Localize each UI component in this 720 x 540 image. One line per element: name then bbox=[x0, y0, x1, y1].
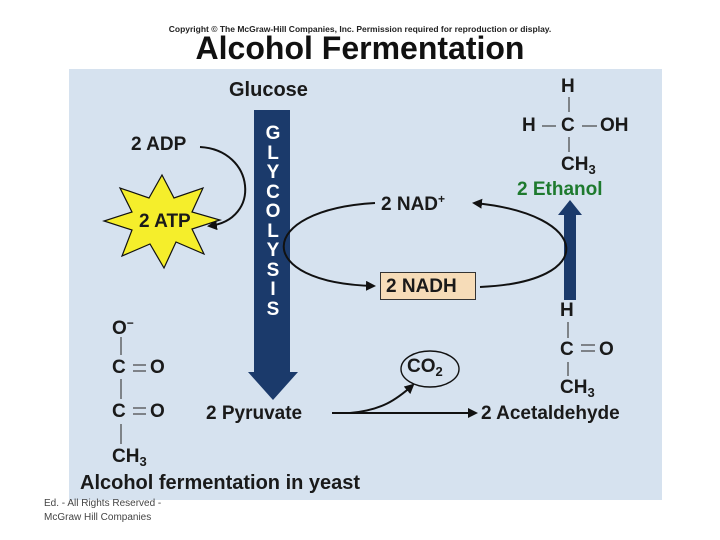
ethanol-methyl: CH3 bbox=[561, 154, 596, 177]
glycolysis-letter: I bbox=[270, 279, 276, 300]
glucose-label: Glucose bbox=[229, 79, 308, 101]
co2-release-arrow bbox=[349, 383, 415, 414]
acetaldehyde-structure-bonds bbox=[567, 322, 595, 376]
acetaldehyde-hydrogen: H bbox=[560, 300, 574, 321]
copyright-notice: Copyright © The McGraw-Hill Companies, I… bbox=[168, 24, 552, 34]
co2-text: CO bbox=[407, 356, 436, 377]
co2-circle bbox=[400, 350, 460, 388]
pyruvate-oxygen-2: O bbox=[150, 401, 165, 422]
ethanol-arrow bbox=[558, 200, 582, 300]
glycolysis-letter: S bbox=[266, 259, 280, 281]
footer-line: Ed. - All Rights Reserved - bbox=[44, 498, 162, 509]
glycolysis-letter: O bbox=[265, 201, 281, 222]
methyl-subscript: 3 bbox=[588, 162, 596, 177]
glycolysis-letter: Y bbox=[266, 162, 280, 183]
pyruvate-oxygen-1: O bbox=[150, 357, 165, 378]
glycolysis-letter: G bbox=[265, 123, 281, 144]
nad-superscript: + bbox=[438, 192, 446, 206]
glycolysis-letter: Y bbox=[266, 240, 280, 261]
ethanol-hydroxyl: OH bbox=[600, 115, 629, 136]
pyruvate-structure-bonds bbox=[120, 337, 146, 444]
footer-line: McGraw Hill Companies bbox=[44, 512, 152, 523]
atom-o: O bbox=[112, 318, 127, 339]
ethanol-structure-bonds bbox=[542, 97, 597, 152]
co2-label: CO2 bbox=[407, 356, 443, 379]
nadh-label: 2 NADH bbox=[386, 276, 457, 297]
glycolysis-arrow bbox=[248, 110, 298, 400]
footer-notice: Ed. - All Rights Reserved - McGraw Hill … bbox=[44, 497, 161, 525]
pyruvate-label: 2 Pyruvate bbox=[206, 403, 303, 424]
atp-label: 2 ATP bbox=[139, 211, 191, 232]
diagram-panel bbox=[69, 69, 662, 500]
glycolysis-letter: L bbox=[267, 220, 279, 242]
glycolysis-letter: S bbox=[266, 298, 280, 320]
acetaldehyde-methyl: CH3 bbox=[560, 377, 595, 400]
atp-star bbox=[102, 173, 223, 270]
pyruvate-carbon-1: C bbox=[112, 357, 126, 378]
glycolysis-letter: C bbox=[266, 181, 280, 203]
methyl-text: CH bbox=[561, 154, 589, 175]
methyl-subscript: 3 bbox=[587, 385, 595, 400]
pyruvate-methyl: CH3 bbox=[112, 446, 147, 469]
co2-subscript: 2 bbox=[435, 364, 443, 379]
diagram-caption: Alcohol fermentation in yeast bbox=[80, 472, 361, 494]
minus-charge: − bbox=[126, 316, 134, 330]
methyl-subscript: 3 bbox=[139, 454, 147, 469]
nad-to-nadh-arrow bbox=[282, 202, 376, 291]
nadh-box bbox=[380, 272, 476, 300]
acetaldehyde-oxygen: O bbox=[599, 339, 614, 360]
ethanol-label: 2 Ethanol bbox=[517, 179, 603, 200]
glycolysis-label: G L Y C O L Y S I S bbox=[263, 124, 283, 319]
methyl-text: CH bbox=[560, 377, 588, 398]
nadh-to-nad-arrow bbox=[472, 198, 568, 288]
adp-label: 2 ADP bbox=[131, 134, 187, 155]
ethanol-carbon: C bbox=[561, 115, 575, 136]
nad-label: 2 NAD+ bbox=[381, 192, 445, 216]
pyruvate-o-minus: O− bbox=[112, 316, 134, 340]
methyl-text: CH bbox=[112, 446, 140, 467]
ethanol-hydrogen-left: H bbox=[522, 115, 536, 136]
ethanol-hydrogen-top: H bbox=[561, 76, 575, 97]
acetaldehyde-label: 2 Acetaldehyde bbox=[481, 403, 620, 424]
adp-atp-arrow bbox=[199, 146, 247, 231]
nad-text: 2 NAD bbox=[381, 194, 439, 215]
page-title: Alcohol Fermentation bbox=[195, 30, 525, 66]
acetaldehyde-carbon: C bbox=[560, 339, 574, 360]
glycolysis-letter: L bbox=[267, 142, 279, 164]
pyruvate-carbon-2: C bbox=[112, 401, 126, 422]
